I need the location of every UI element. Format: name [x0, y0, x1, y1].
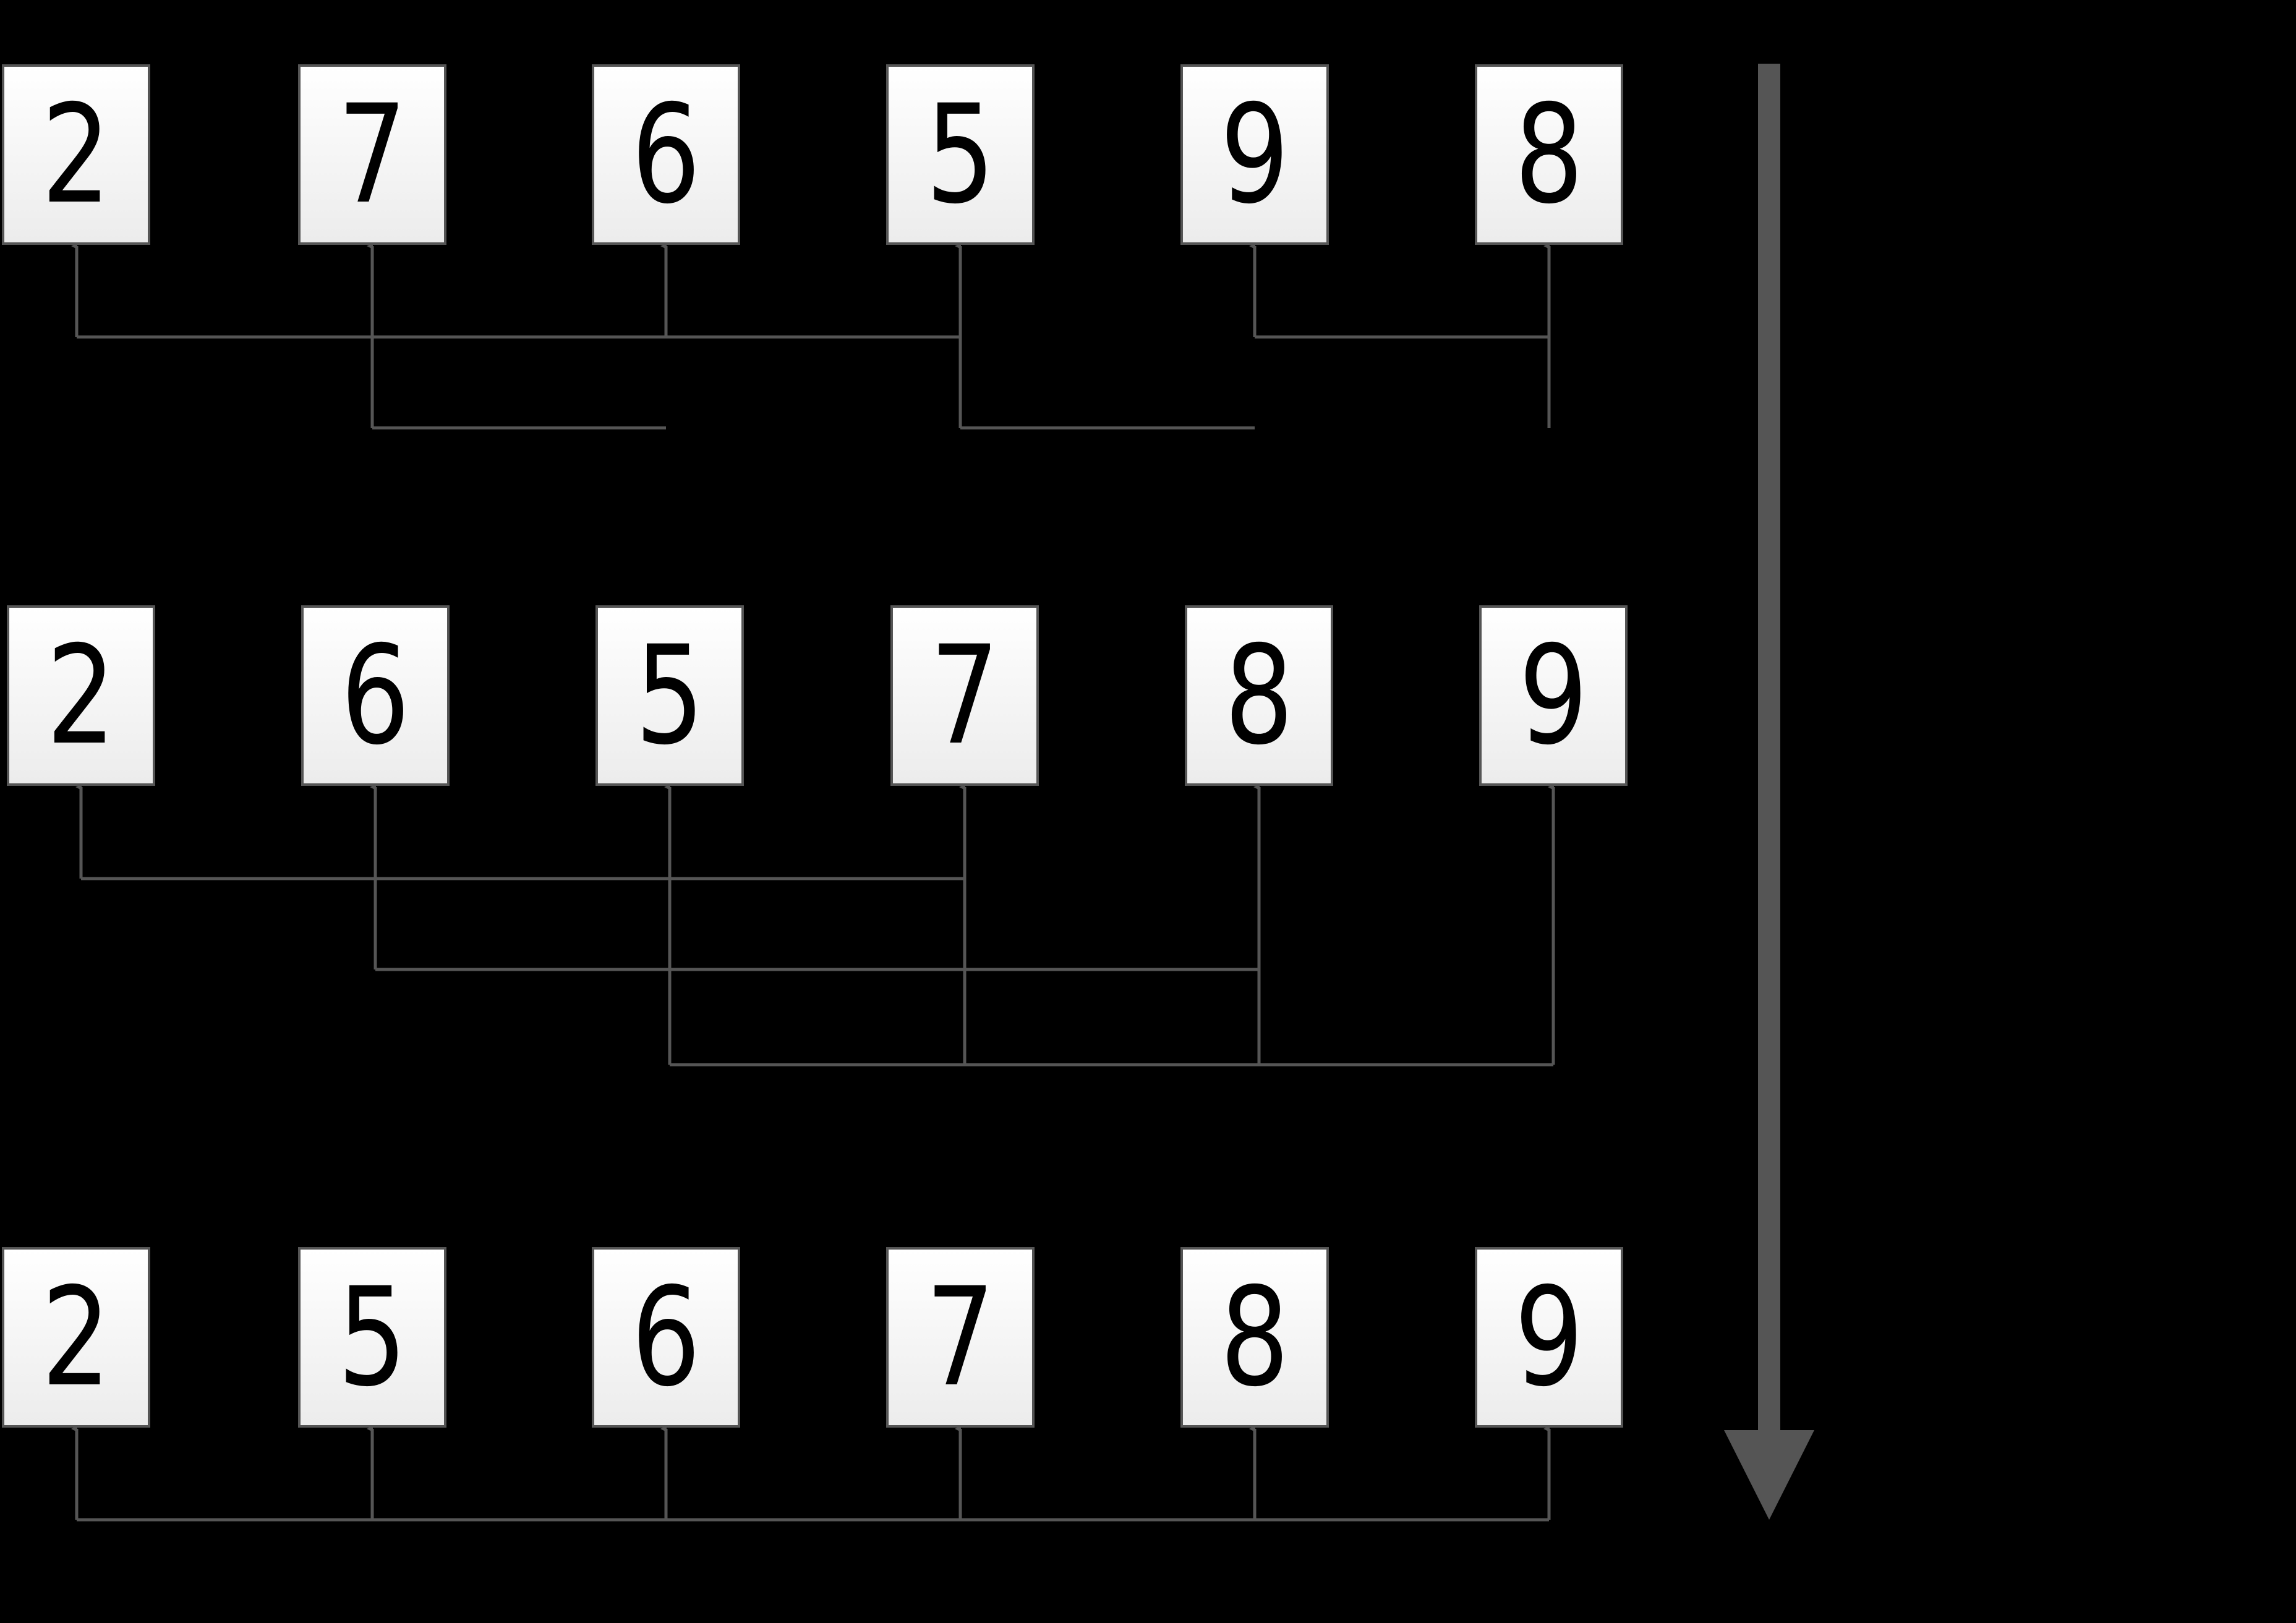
row2-value-3: 5	[634, 616, 704, 775]
row3-box-4: 7	[886, 1247, 1035, 1428]
row2-box-5: 8	[1185, 605, 1333, 786]
row1-box-3: 6	[592, 64, 740, 245]
row2-value-5: 8	[1224, 616, 1294, 775]
row2-box-2: 6	[301, 605, 450, 786]
row2-value-1: 2	[46, 616, 116, 775]
row2-value-6: 9	[1518, 616, 1588, 775]
row3-value-6: 9	[1514, 1258, 1584, 1416]
row2-value-2: 6	[340, 616, 410, 775]
row2-value-4: 7	[929, 616, 999, 775]
row1-value-2: 7	[337, 75, 407, 234]
row1-box-2: 7	[298, 64, 446, 245]
row1-value-1: 2	[41, 75, 111, 234]
row3-box-1: 2	[2, 1247, 150, 1428]
row3-value-4: 7	[925, 1258, 995, 1416]
row3-value-1: 2	[41, 1258, 111, 1416]
row2-box-4: 7	[890, 605, 1039, 786]
row1-box-6: 8	[1475, 64, 1623, 245]
row2-box-1: 2	[7, 605, 155, 786]
row3-value-2: 5	[337, 1258, 407, 1416]
row3-box-6: 9	[1475, 1247, 1623, 1428]
row2-box-3: 5	[595, 605, 744, 786]
row2-box-6: 9	[1479, 605, 1628, 786]
group-connectors	[71, 243, 1555, 1522]
row1-value-6: 8	[1514, 75, 1584, 234]
row1-box-4: 5	[886, 64, 1035, 245]
row1-box-1: 2	[2, 64, 150, 245]
row1-box-5: 9	[1180, 64, 1329, 245]
row1-value-3: 6	[631, 75, 701, 234]
row1-value-4: 5	[925, 75, 995, 234]
row3-box-2: 5	[298, 1247, 446, 1428]
process-arrow	[1724, 64, 1814, 1520]
row3-box-5: 8	[1180, 1247, 1329, 1428]
row3-box-3: 6	[592, 1247, 740, 1428]
row3-value-3: 6	[631, 1258, 701, 1416]
row1-value-5: 9	[1219, 75, 1289, 234]
row3-value-5: 8	[1219, 1258, 1289, 1416]
